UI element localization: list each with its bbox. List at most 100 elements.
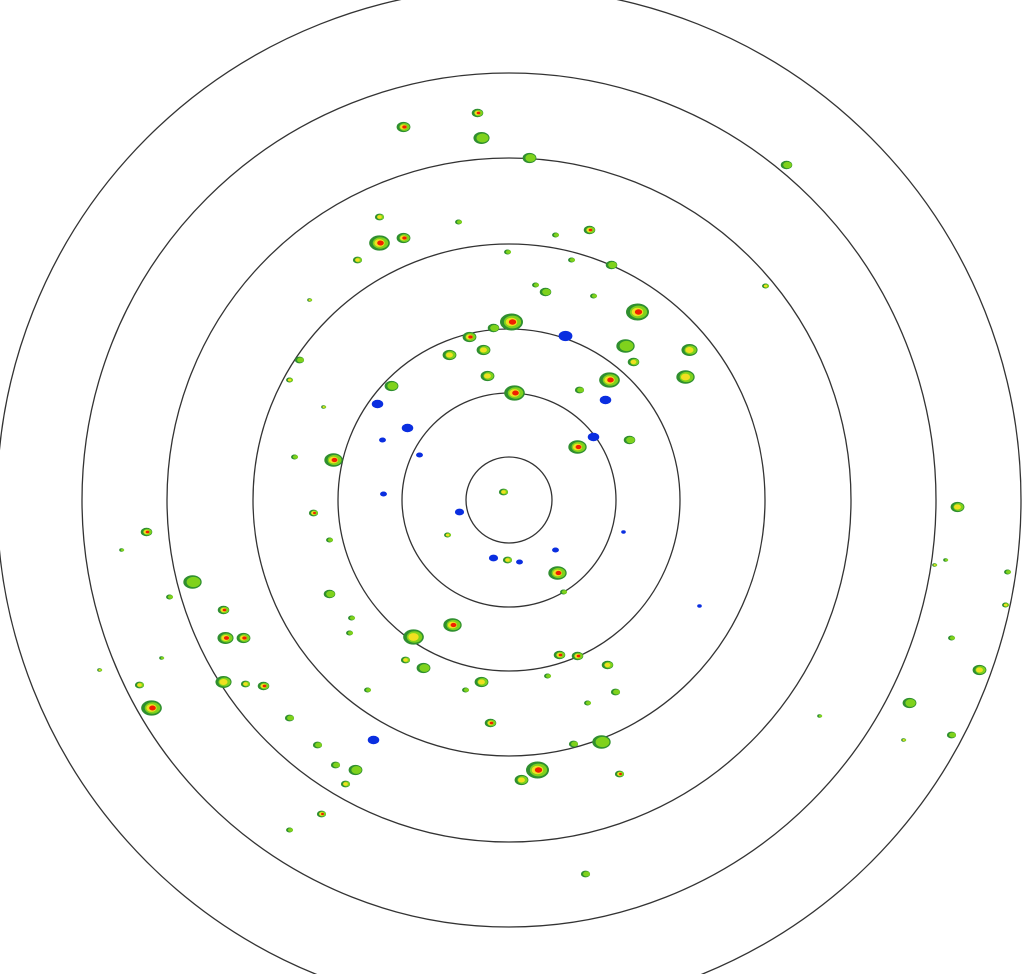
- echo-intensity-layer: [243, 682, 248, 686]
- echo-intensity-layer: [585, 701, 592, 705]
- echo-cell: [568, 740, 579, 748]
- echo-intensity-layer: [630, 359, 637, 365]
- echo-cell: [323, 589, 336, 599]
- echo-intensity-layer: [818, 714, 823, 718]
- echo-cell: [522, 152, 537, 164]
- echo-intensity-layer: [137, 683, 142, 687]
- echo-cell: [516, 559, 523, 565]
- echo-intensity-layer: [518, 777, 525, 783]
- echo-intensity-layer: [468, 335, 473, 339]
- echo-intensity-layer: [365, 688, 372, 692]
- echo-cell: [599, 395, 612, 405]
- echo-intensity-layer: [262, 684, 267, 688]
- echo-cell: [610, 688, 621, 696]
- echo-cell: [401, 423, 414, 433]
- echo-intensity-layer: [576, 654, 581, 658]
- echo-cell: [140, 527, 153, 537]
- echo-cell: [488, 554, 499, 562]
- echo-cell: [374, 213, 385, 221]
- echo-intensity-layer: [613, 689, 620, 695]
- echo-cell: [352, 256, 363, 264]
- echo-cell: [166, 594, 174, 600]
- echo-intensity-layer: [167, 595, 174, 599]
- echo-cell: [502, 556, 513, 564]
- echo-cell: [605, 260, 618, 270]
- echo-intensity-layer: [512, 390, 519, 396]
- echo-cell: [932, 563, 938, 567]
- echo-cell: [484, 718, 497, 728]
- echo-intensity-layer: [321, 812, 324, 816]
- echo-intensity-layer: [516, 559, 523, 565]
- echo-cell: [416, 452, 423, 458]
- echo-cell: [817, 714, 823, 718]
- echo-cell: [380, 491, 387, 497]
- echo-intensity-layer: [508, 319, 517, 325]
- echo-cell: [217, 605, 230, 615]
- echo-cell: [532, 282, 540, 288]
- echo-intensity-layer: [555, 570, 562, 576]
- echo-intensity-layer: [577, 387, 584, 393]
- echo-intensity-layer: [542, 288, 551, 296]
- echo-intensity-layer: [322, 406, 325, 408]
- echo-intensity-layer: [902, 739, 905, 741]
- echo-cell: [599, 372, 620, 388]
- echo-cell: [396, 121, 411, 133]
- echo-cell: [902, 697, 917, 709]
- echo-intensity-layer: [489, 721, 494, 725]
- echo-cell: [215, 676, 232, 688]
- echo-intensity-layer: [145, 530, 150, 534]
- echo-cell: [454, 508, 465, 516]
- echo-intensity-layer: [588, 228, 593, 232]
- echo-intensity-layer: [488, 554, 499, 562]
- echo-intensity-layer: [331, 457, 338, 463]
- echo-cell: [400, 656, 411, 664]
- echo-intensity-layer: [377, 240, 384, 246]
- echo-cell: [471, 108, 484, 118]
- echo-cell: [134, 681, 145, 689]
- echo-cell: [462, 687, 470, 693]
- echo-cell: [286, 377, 294, 383]
- echo-cell: [364, 687, 372, 693]
- echo-cell: [476, 344, 491, 356]
- echo-intensity-layer: [450, 622, 457, 628]
- echo-intensity-layer: [98, 669, 101, 671]
- echo-intensity-layer: [534, 767, 543, 773]
- echo-cell: [326, 537, 334, 543]
- echo-cell: [580, 870, 591, 878]
- echo-intensity-layer: [476, 111, 481, 115]
- echo-cell: [308, 509, 319, 517]
- echo-intensity-layer: [697, 604, 702, 608]
- echo-intensity-layer: [219, 679, 228, 685]
- range-ring-3: [337, 328, 681, 672]
- range-ring-5: [166, 157, 852, 843]
- echo-cell: [307, 298, 313, 302]
- echo-intensity-layer: [402, 125, 407, 129]
- echo-cell: [498, 488, 509, 496]
- echo-cell: [97, 668, 103, 672]
- echo-cell: [544, 673, 552, 679]
- echo-intensity-layer: [347, 631, 354, 635]
- echo-intensity-layer: [944, 558, 949, 562]
- echo-intensity-layer: [402, 236, 407, 240]
- echo-intensity-layer: [595, 736, 610, 748]
- echo-intensity-layer: [401, 423, 414, 433]
- echo-cell: [587, 432, 600, 442]
- echo-cell: [183, 575, 202, 589]
- echo-intensity-layer: [1003, 603, 1008, 607]
- echo-intensity-layer: [484, 373, 491, 379]
- echo-cell: [236, 632, 251, 644]
- echo-intensity-layer: [763, 284, 768, 288]
- echo-cell: [574, 386, 585, 394]
- echo-cell: [340, 780, 351, 788]
- echo-cell: [396, 232, 411, 244]
- echo-intensity-layer: [591, 294, 598, 298]
- echo-cell: [324, 453, 343, 467]
- echo-cell: [568, 257, 576, 263]
- echo-cell: [371, 399, 384, 409]
- echo-cell: [369, 235, 390, 251]
- echo-cell: [590, 293, 598, 299]
- echo-cell: [286, 827, 294, 833]
- echo-intensity-layer: [287, 715, 294, 721]
